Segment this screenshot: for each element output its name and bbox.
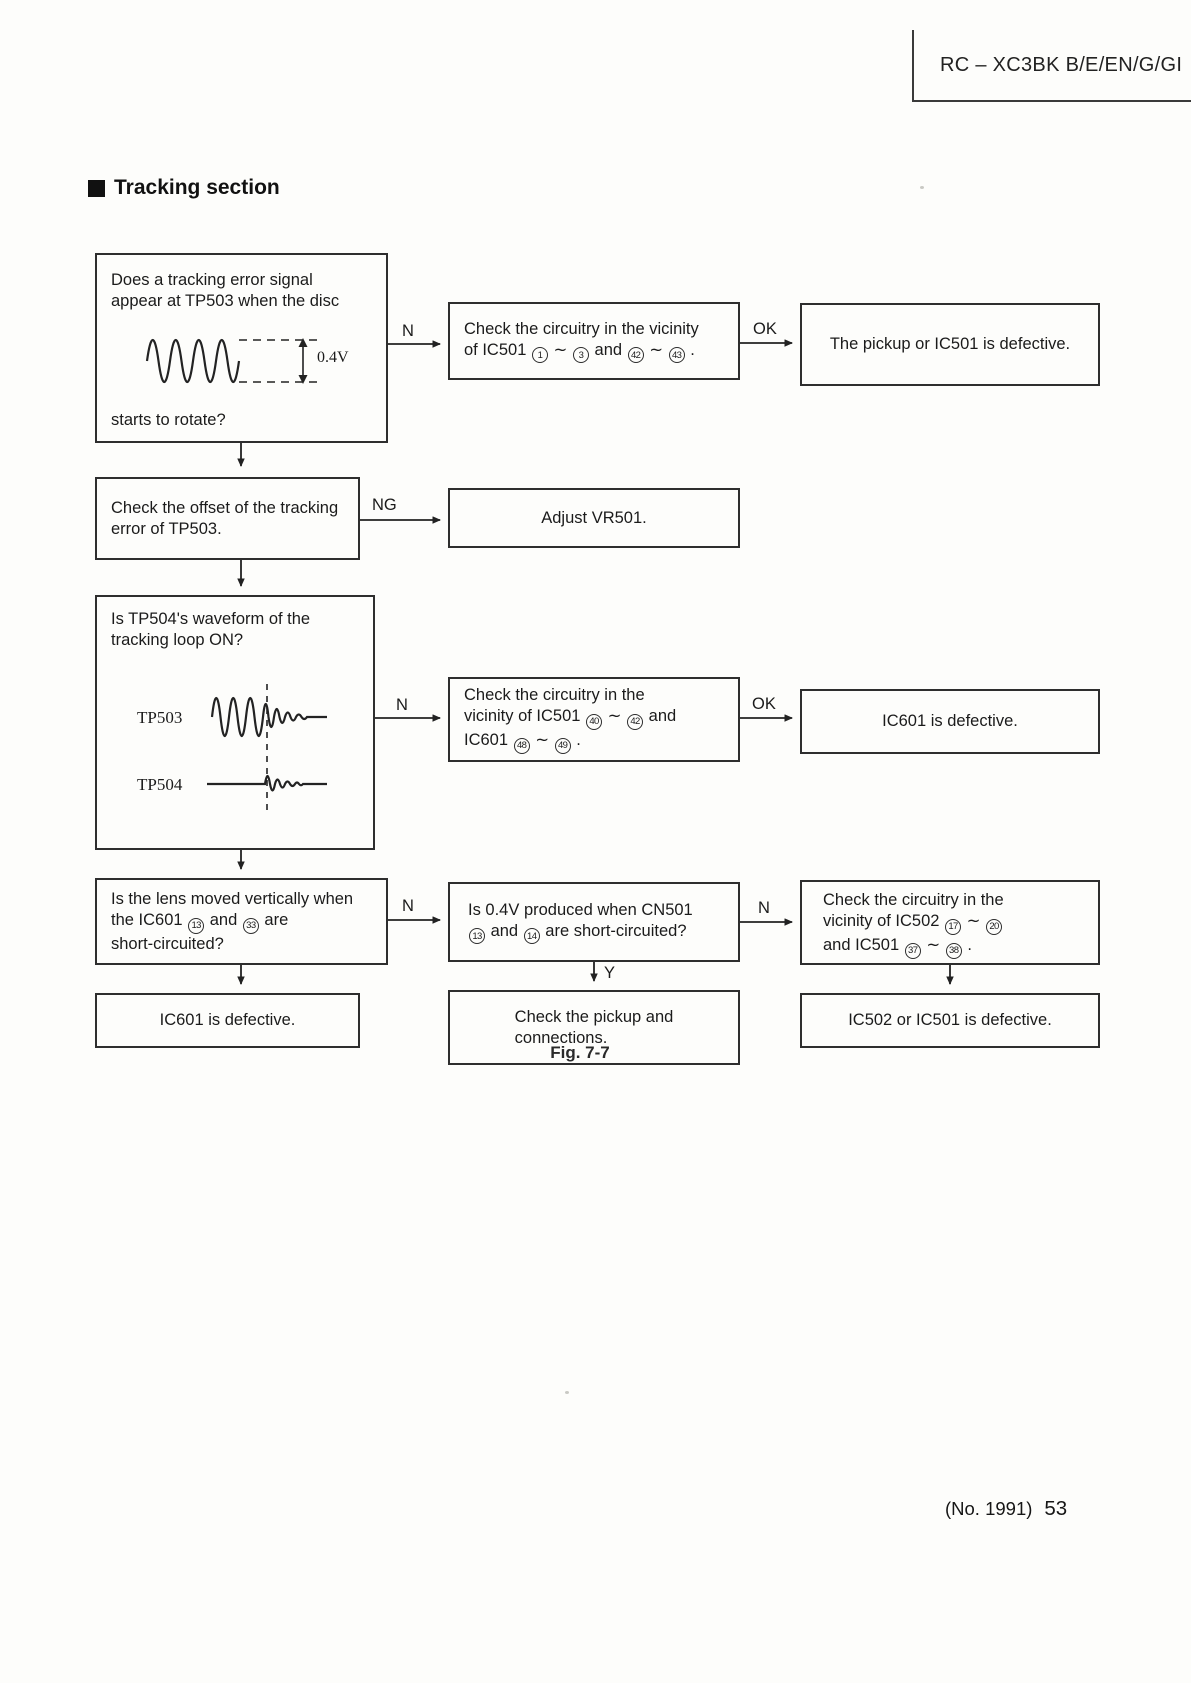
circled-pin-number: 38 (945, 942, 962, 959)
circled-pin-number: 37 (904, 942, 921, 959)
circled-pin-number: 17 (945, 918, 962, 935)
tp503-trace (210, 696, 327, 738)
result-text: IC601 is defective. (882, 712, 1018, 730)
tp503-tp504-waveforms (207, 684, 327, 814)
voltage-label: 0.4V (317, 349, 349, 366)
arrow-label-n4: N (758, 899, 770, 917)
arrow-label-ok2: OK (752, 695, 776, 713)
arrow-label-ok1: OK (753, 320, 777, 338)
circled-pin-number: 1 (531, 347, 548, 364)
arrow-label-n3: N (402, 897, 414, 915)
model-code-text: RC – XC3BK B/E/EN/G/GI (940, 53, 1183, 76)
circled-pin-number: 42 (627, 714, 644, 730)
page-number: 53 (1044, 1497, 1068, 1520)
circled-pin-number: 20 (986, 918, 1003, 935)
amplitude-arrow-down (298, 375, 308, 384)
tp503-label: TP503 (137, 708, 183, 727)
question-text-bottom: starts to rotate? (111, 411, 226, 429)
result-text: IC502 or IC501 is defective. (848, 1011, 1052, 1029)
section-title: Tracking section (114, 176, 280, 199)
flow-box-ic601-defective-bottom: IC601 is defective. (95, 993, 360, 1048)
scan-artifact-dot (920, 186, 924, 189)
model-code-box: RC – XC3BK B/E/EN/G/GI (912, 30, 1191, 102)
flow-box-ic502-defective: IC502 or IC501 is defective. (800, 993, 1100, 1048)
adjust-text: Adjust VR501. (541, 508, 647, 527)
circled-pin-number: 43 (668, 347, 685, 364)
amplitude-arrow-up (298, 338, 308, 347)
arrow-label-y: Y (604, 964, 616, 982)
flow-box-pickup-defective: The pickup or IC501 is defective. (800, 303, 1100, 386)
circled-pin-number: 13 (188, 917, 205, 934)
result-text: The pickup or IC501 is defective. (829, 335, 1071, 353)
arrow-label-n1: N (402, 322, 414, 340)
figure-caption: Fig. 7-7 (550, 1043, 610, 1062)
circled-pin-number: 14 (523, 928, 540, 945)
flow-box-ic601-defective-right: IC601 is defective. (800, 689, 1100, 754)
tp504-trace (207, 774, 327, 792)
circled-pin-number: 13 (469, 928, 485, 945)
circled-pin-number: 42 (627, 347, 644, 364)
flow-box-adjust-vr501: Adjust VR501. (448, 488, 740, 548)
circled-pin-number: 40 (586, 714, 603, 730)
arrow-label-n2: N (396, 696, 408, 714)
section-heading: Tracking section (88, 176, 280, 200)
tracking-error-waveform (145, 338, 317, 384)
circled-pin-number: 49 (554, 737, 571, 754)
scan-artifact-dot (565, 1391, 569, 1394)
circled-pin-number: 33 (242, 917, 259, 934)
arrow-label-ng: NG (372, 496, 397, 514)
result-text: IC601 is defective. (159, 1011, 296, 1029)
tp504-label: TP504 (137, 775, 183, 794)
circled-pin-number: 48 (513, 737, 530, 754)
section-square-icon (88, 179, 105, 197)
circled-pin-number: 3 (572, 347, 589, 364)
sine-trace (145, 338, 241, 384)
issue-number: (No. 1991) (945, 1498, 1033, 1519)
page-footer: (No. 1991) 53 (945, 1497, 1067, 1521)
